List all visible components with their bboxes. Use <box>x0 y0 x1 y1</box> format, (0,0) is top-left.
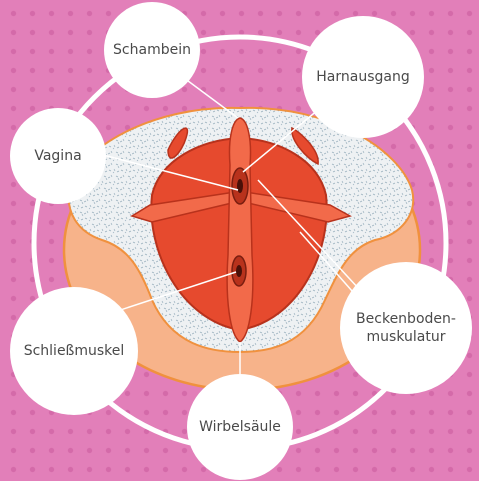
central-muscle-ridge <box>227 118 253 342</box>
vagina-text: Vagina <box>34 147 81 165</box>
schambein-text: Schambein <box>113 41 191 59</box>
label-vagina: Vagina <box>10 108 106 204</box>
beckenboden-text-line1: Beckenboden- <box>356 310 456 328</box>
label-schliessmuskel: Schließmuskel <box>10 287 138 415</box>
schliessmuskel-text: Schließmuskel <box>24 342 125 360</box>
beckenboden-text-line2: muskulatur <box>356 328 456 346</box>
wirbelsaeule-text: Wirbelsäule <box>199 418 281 436</box>
label-beckenbodenmuskulatur: Beckenboden- muskulatur <box>340 262 472 394</box>
label-schambein: Schambein <box>104 2 200 98</box>
harnausgang-text: Harnausgang <box>316 68 409 86</box>
label-harnausgang: Harnausgang <box>302 16 424 138</box>
label-wirbelsaeule: Wirbelsäule <box>187 374 293 480</box>
